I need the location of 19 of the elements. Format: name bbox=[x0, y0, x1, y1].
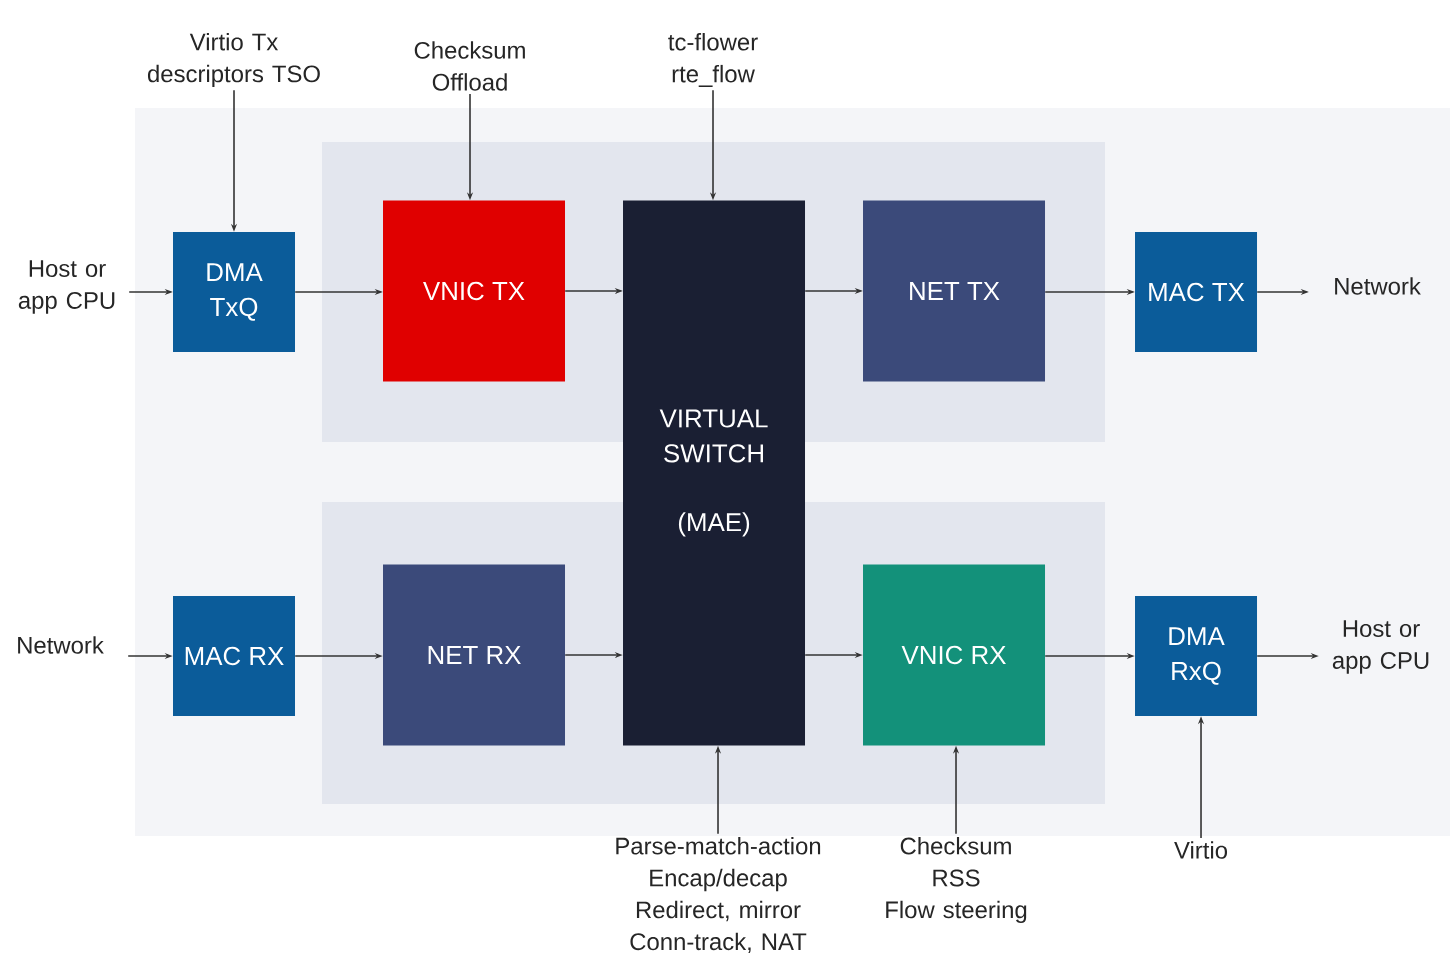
block-box: NET RX bbox=[383, 564, 565, 746]
block-box: DMA TxQ bbox=[173, 232, 295, 352]
block-box: VNIC TX bbox=[383, 200, 565, 382]
text-label: Network bbox=[1335, 277, 1421, 295]
block-box: NET TX bbox=[863, 200, 1045, 382]
text-label: Checksum Offload bbox=[414, 41, 525, 91]
text-label: Virtio Tx descriptors TSO bbox=[147, 32, 320, 88]
block-box: VIRTUAL SWITCH (MAE) bbox=[623, 200, 805, 746]
text-label: Checksum RSS Flow steering bbox=[886, 837, 1027, 924]
block-box: MAC RX bbox=[173, 596, 295, 716]
text-label: Network bbox=[18, 636, 104, 654]
block-box: MAC TX bbox=[1135, 232, 1257, 352]
block-box: DMA RxQ bbox=[1135, 596, 1257, 716]
block-box: VNIC RX bbox=[863, 564, 1045, 746]
text-label: tc-flower rte_flow bbox=[668, 33, 758, 87]
text-label: Parse-match-action Encap/decap Redirect, mirror Conn-track, NAT bbox=[616, 837, 821, 954]
text-label: Virtio bbox=[1174, 841, 1228, 859]
text-label: Host or app CPU bbox=[18, 260, 115, 314]
text-label: Host or app CPU bbox=[1332, 620, 1429, 674]
